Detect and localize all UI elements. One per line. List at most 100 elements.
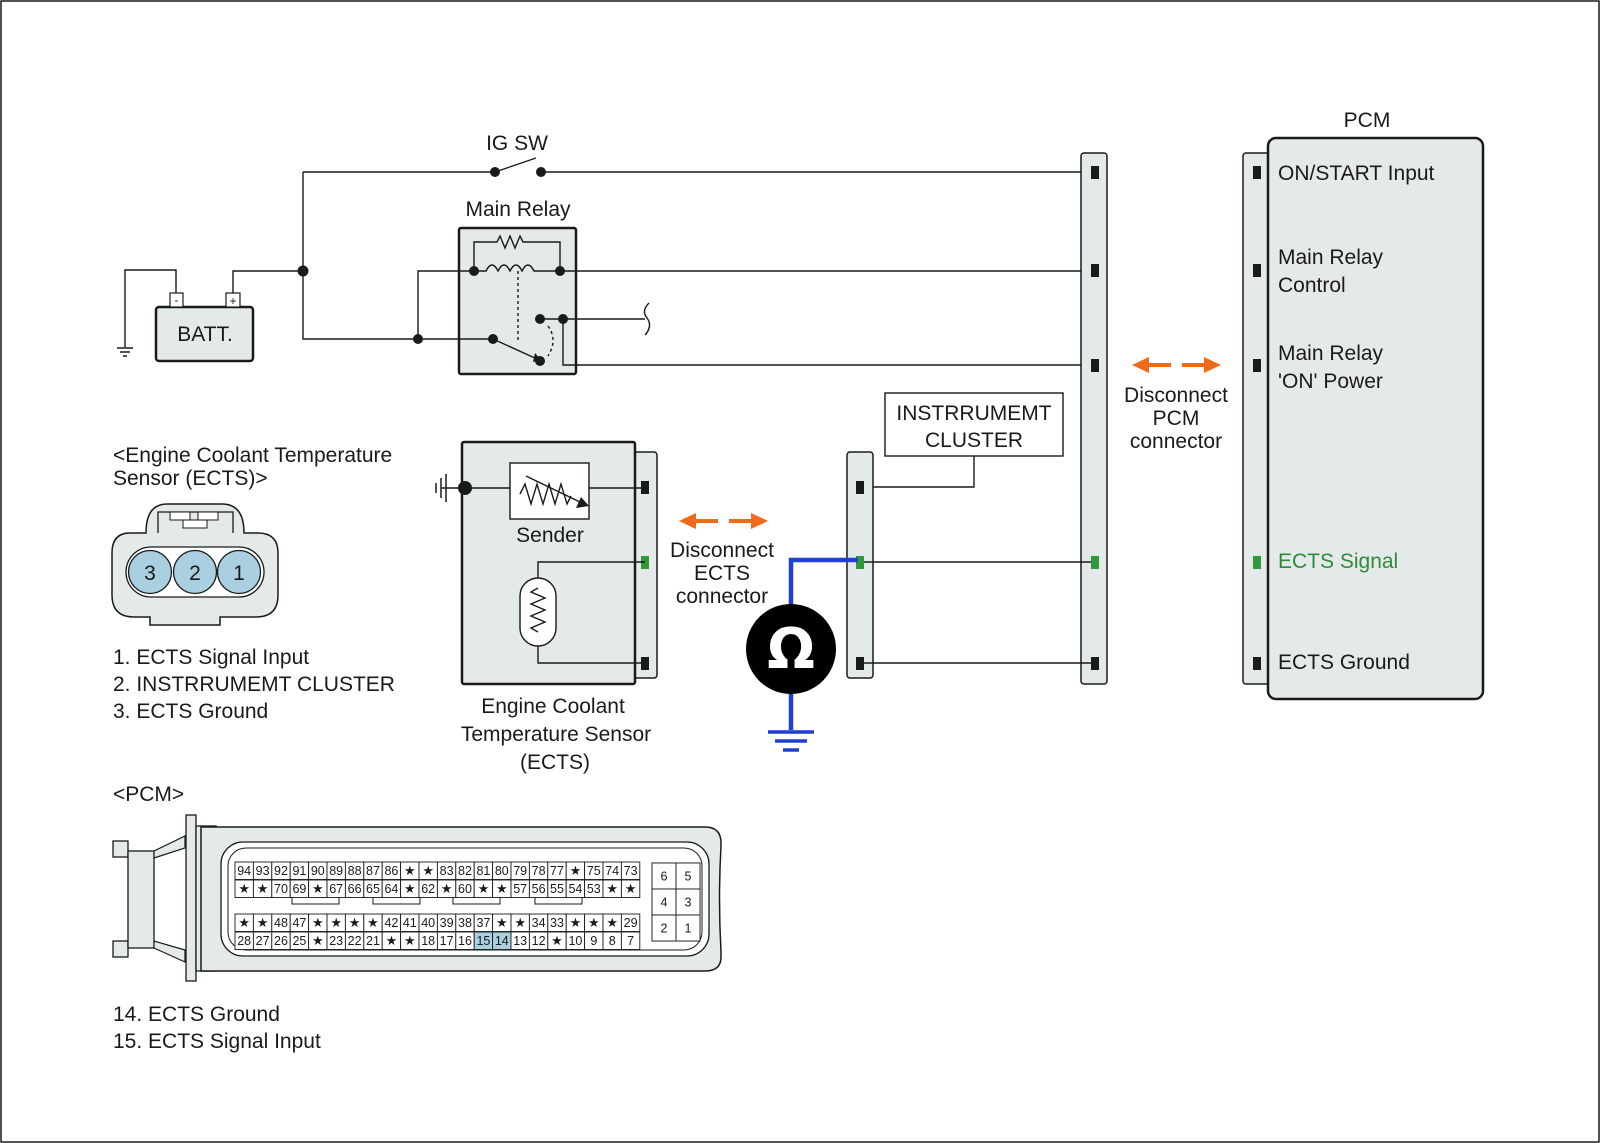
ects-pin-list-item-3: 3. ECTS Ground [113, 700, 268, 723]
pcm-pin-cell [620, 931, 641, 950]
pcm-pin-number: ★ [404, 863, 416, 878]
pcm-side-pin-number: 4 [661, 896, 668, 910]
pcm-pin-number: 7 [627, 934, 634, 948]
pcm-pin-number: 41 [403, 916, 417, 930]
wire-break-icon [643, 302, 651, 336]
pcm-side-pin-number: 5 [685, 870, 692, 884]
pcm-pin-number: 88 [348, 864, 362, 878]
pcm-pin-ects-signal: ECTS Signal [1278, 550, 1398, 573]
disconnect-ects-line1: Disconnect [670, 539, 774, 562]
pcm-pin-number: 81 [476, 864, 490, 878]
pcm-side-pin-cell [651, 888, 677, 916]
battery-ground-icon [117, 347, 133, 357]
pcm-pin-number: ★ [606, 915, 618, 930]
pcm-pin-cell [620, 913, 641, 932]
sensor-caption-line2: Temperature Sensor [461, 723, 651, 746]
pcm-side-pin-number: 2 [661, 922, 668, 936]
pcm-side-pin-number: 1 [685, 922, 692, 936]
pcm-pin-number: ★ [386, 933, 398, 948]
pcm-side-pin-cell [675, 888, 701, 916]
pcm-pin-list-item-14: 14. ECTS Ground [113, 1003, 280, 1026]
pcm-pin-number: ★ [441, 881, 453, 896]
pcm-pin-number: 23 [329, 934, 343, 948]
pcm-pin-number: 33 [550, 916, 564, 930]
pcm-header: <PCM> [113, 783, 184, 806]
cluster-label-line1: INSTRRUMEMT [896, 402, 1051, 425]
pcm-pin-number: ★ [514, 915, 526, 930]
ects-pin-3: 3 [127, 549, 173, 595]
ects-pin-list-item-1: 1. ECTS Signal Input [113, 646, 309, 669]
pcm-pin-number: 89 [329, 864, 343, 878]
pcm-pin-number: 66 [348, 882, 362, 896]
pcm-pin-number: 40 [421, 916, 435, 930]
pcm-pin-number: ★ [238, 881, 250, 896]
ohmmeter-ground-icon [768, 730, 814, 752]
pcm-pin-ects-ground: ECTS Ground [1278, 651, 1410, 674]
battery-minus-label: - [175, 293, 179, 307]
pcm-pin-number: 57 [513, 882, 527, 896]
pcm-pin-number: 94 [237, 864, 251, 878]
pcm-pin-number: 10 [568, 934, 582, 948]
pcm-pin-number: 26 [274, 934, 288, 948]
sender-icon [509, 462, 590, 520]
pcm-pin-number: ★ [349, 915, 361, 930]
pcm-pin-number: ★ [312, 881, 324, 896]
ects-header-line1: <Engine Coolant Temperature [113, 444, 392, 467]
pcm-pin-number: ★ [625, 881, 637, 896]
pcm-pin-number: 13 [513, 934, 527, 948]
pcm-pin-number: 92 [274, 864, 288, 878]
pcm-pin-number: 48 [274, 916, 288, 930]
pcm-pin-number: ★ [496, 881, 508, 896]
pcm-pin-cell [620, 879, 641, 898]
pcm-pin-number: 69 [292, 882, 306, 896]
pcm-pin-number: 22 [348, 934, 362, 948]
pcm-pin-number: ★ [404, 933, 416, 948]
pcm-pin-number: 29 [624, 916, 638, 930]
pcm-pin-number: 80 [495, 864, 509, 878]
pcm-pin-number: ★ [238, 915, 250, 930]
pcm-pin-number: 70 [274, 882, 288, 896]
disconnect-ects-line2: ECTS [694, 562, 750, 585]
pcm-pin-number: 14 [495, 934, 509, 948]
pcm-pin-number: ★ [367, 915, 379, 930]
pcm-pin-main-relay-on-power-line1: Main Relay [1278, 342, 1384, 365]
pcm-side-pin-number: 3 [685, 896, 692, 910]
ohm-symbol: Ω [767, 617, 815, 682]
pcm-pin-number: ★ [257, 915, 269, 930]
pcm-pin-number: 17 [440, 934, 454, 948]
cluster-label-line2: CLUSTER [925, 429, 1023, 452]
instrument-cluster: INSTRRUMEMT CLUSTER [884, 392, 1064, 457]
pcm-pin-main-relay-control-line1: Main Relay [1278, 246, 1384, 269]
pcm-pin-number: 53 [587, 882, 601, 896]
pcm-side-pin-cell [651, 914, 677, 942]
pcm-pin-number: ★ [257, 881, 269, 896]
pcm-pin-number: ★ [312, 933, 324, 948]
pcm-pin-number: 54 [568, 882, 582, 896]
ig-sw-label: IG SW [486, 132, 548, 155]
pcm-pin-number: 83 [440, 864, 454, 878]
ects-pin-2: 2 [172, 549, 218, 595]
pcm-pin-number: ★ [570, 863, 582, 878]
pcm-pin-number: 55 [550, 882, 564, 896]
pcm-pin-number: 91 [292, 864, 306, 878]
ects-header-line2: Sensor (ECTS)> [113, 467, 268, 490]
pcm-pin-number: 8 [609, 934, 616, 948]
pcm-pin-number: 75 [587, 864, 601, 878]
pcm-pin-number: 67 [329, 882, 343, 896]
pcm-pin-number: ★ [422, 863, 434, 878]
pcm-pin-number: 65 [366, 882, 380, 896]
sender-label: Sender [516, 524, 584, 547]
pcm-pin-number: ★ [588, 915, 600, 930]
pcm-pin-number: 12 [532, 934, 546, 948]
pcm-pin-cell [620, 861, 641, 880]
pcm-pin-number: 9 [590, 934, 597, 948]
pcm-pin-main-relay-control-line2: Control [1278, 274, 1346, 297]
disconnect-pcm-line2: PCM [1153, 407, 1200, 430]
battery: - + BATT. [154, 292, 255, 363]
disconnect-pcm-line1: Disconnect [1124, 384, 1228, 407]
sensor-caption-line3: (ECTS) [520, 751, 590, 774]
pcm-pin-on-start-input: ON/START Input [1278, 162, 1435, 185]
pcm-side-pin-cell [651, 862, 677, 890]
